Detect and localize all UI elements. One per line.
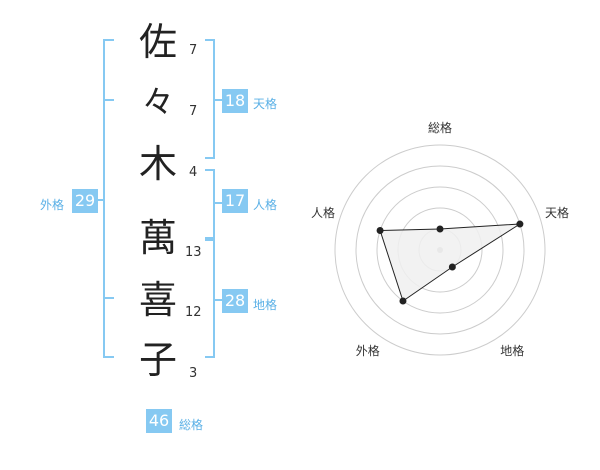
radar-data-area [379,223,521,302]
radar-point-2 [516,220,524,228]
radar-point-4 [399,297,407,305]
jinkaku-label: 人格 [253,198,278,212]
chikaku-value-badge: 28 [222,289,248,313]
stroke-count-1: 7 [189,43,198,58]
tenkaku-value-badge: 18 [222,89,248,113]
radar-grid-ring [376,186,504,314]
radar-axis-label-1: 総格 [428,121,453,135]
radar-axis-label-2: 天格 [544,205,569,220]
radar-axis-label-3: 地格 [500,343,525,358]
soukaku-value-badge: 46 [146,409,172,433]
stroke-count-2: 7 [189,104,198,119]
gaikaku-label: 外格 [40,198,65,212]
stroke-count-6: 3 [189,366,198,381]
gaikaku-value-badge: 29 [72,189,98,213]
name-char-4: 萬 [138,216,177,260]
name-char-5: 喜 [138,278,177,322]
stroke-count-4: 13 [185,245,202,260]
jinkaku-value-badge: 17 [222,189,248,213]
stroke-count-5: 12 [185,305,202,320]
bracket-lines [96,39,222,358]
radar-point-1 [436,225,444,233]
radar-grid-ring [334,144,546,356]
tenkaku-label: 天格 [253,97,278,111]
radar-grid-ring [355,165,525,335]
soukaku-label: 総格 [179,418,204,432]
name-char-1: 佐 [138,20,177,64]
radar-point-5 [376,227,384,235]
radar-point-3 [448,263,456,271]
stroke-count-3: 4 [189,165,198,180]
radar-axis-label-5: 人格 [311,205,336,220]
radar-axis-label-4: 外格 [355,343,380,358]
name-char-3: 木 [138,142,177,186]
radar-data-points [376,220,524,305]
name-char-6: 子 [138,338,177,382]
name-char-2: 々 [141,83,174,121]
chikaku-label: 地格 [253,298,278,312]
